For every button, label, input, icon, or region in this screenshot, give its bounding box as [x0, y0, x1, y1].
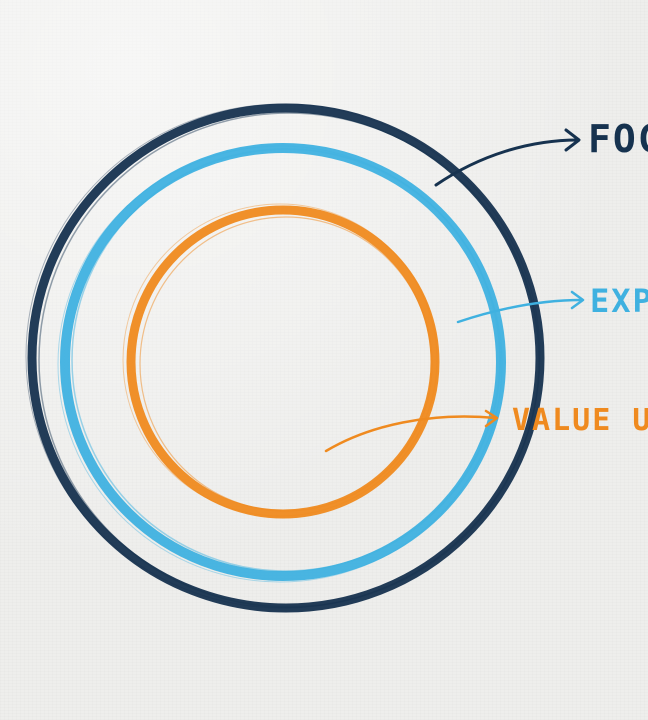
- inner-ring: [122, 203, 440, 519]
- label-middle: EXP: [590, 282, 648, 320]
- arrow-middle: [456, 290, 585, 324]
- middle-ring: [57, 143, 506, 583]
- label-outer: FOC: [588, 117, 648, 161]
- arrow-outer: [434, 128, 581, 187]
- arrow-inner: [324, 409, 499, 453]
- outer-ring: [25, 103, 545, 613]
- label-inner: VALUE U: [512, 403, 648, 438]
